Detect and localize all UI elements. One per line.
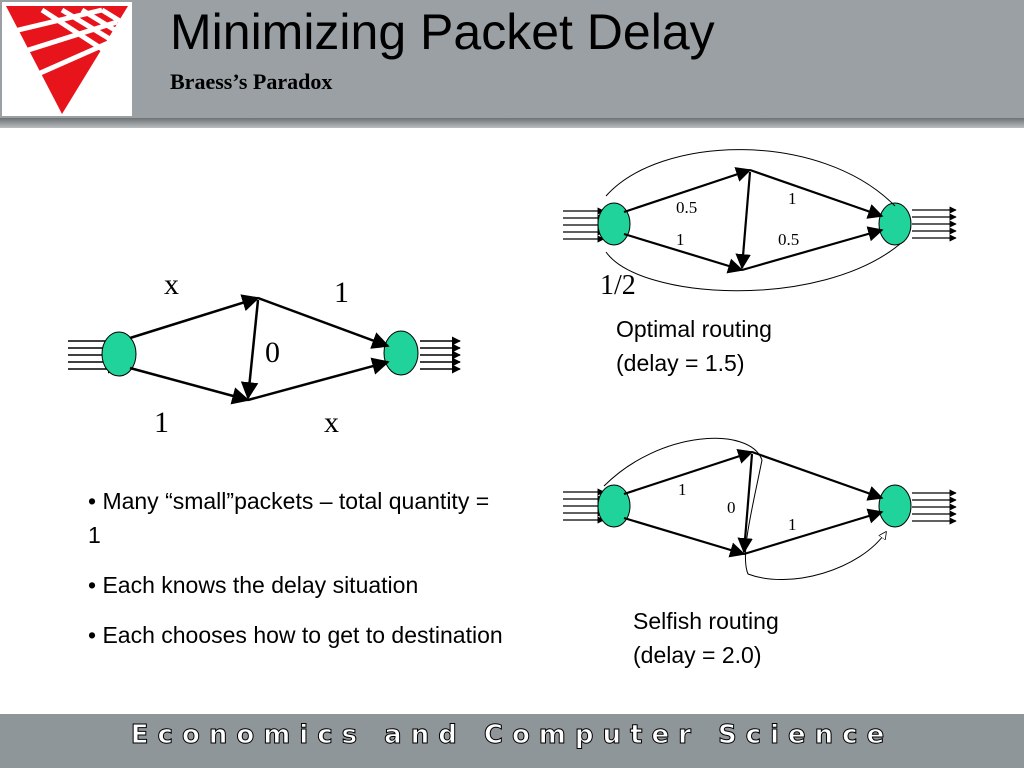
selfish-destination-node — [878, 484, 912, 528]
bullet-list: • Many “small”packets – total quantity =… — [88, 484, 508, 668]
header-bar — [0, 0, 1024, 118]
selfish-output-arrows — [912, 489, 957, 525]
logo-mark — [6, 6, 130, 114]
optimal-source-node — [597, 202, 631, 246]
optimal-label-bottom-right: 0.5 — [778, 230, 799, 249]
edge-top-right — [257, 296, 390, 349]
optimal-label-top-right: 1 — [788, 189, 797, 208]
selfish-label-top-left: 1 — [678, 480, 687, 499]
optimal-network: 0.5 1 1 0.5 1/2 — [563, 149, 957, 301]
selfish-flow-path — [603, 437, 886, 581]
slide-title: Minimizing Packet Delay — [170, 4, 715, 60]
main-output-arrows — [420, 336, 461, 374]
selfish-flow-curves — [603, 437, 886, 581]
main-network: x 1 0 1 x — [68, 268, 461, 439]
logo — [2, 2, 132, 116]
logo-stripes — [9, 7, 130, 77]
destination-node — [383, 330, 419, 376]
label-bottom-left: 1 — [154, 406, 169, 439]
selfish-edges — [623, 449, 884, 558]
optimal-edges — [623, 167, 884, 274]
selfish-input-arrows — [563, 488, 605, 524]
optimal-label-bottom-left: 1 — [676, 230, 685, 249]
edge-bottom-right — [247, 357, 390, 402]
label-bottom-right: x — [324, 406, 339, 439]
network-diagrams: x 1 0 1 x — [68, 149, 957, 581]
bullet-item: • Each knows the delay situation — [88, 572, 419, 598]
optimal-flow-label: 1/2 — [600, 270, 636, 301]
header-divider — [0, 118, 1024, 128]
optimal-input-arrows — [563, 207, 605, 243]
slide-subtitle: Braess’s Paradox — [170, 69, 333, 94]
optimal-destination-node — [878, 202, 912, 246]
bullet-item: • Many “small”packets – total quantity =… — [88, 488, 490, 548]
selfish-caption-line2: (delay = 2.0) — [633, 642, 762, 668]
optimal-output-arrows — [912, 206, 957, 242]
selfish-label-bottom-right: 1 — [788, 515, 797, 534]
optimal-caption-line2: (delay = 1.5) — [616, 350, 745, 376]
edge-middle — [240, 299, 260, 400]
edge-bottom-left — [129, 366, 250, 405]
selfish-label-middle: 0 — [727, 498, 736, 517]
selfish-network: 1 0 1 — [563, 437, 957, 581]
bullet-item: • Each chooses how to get to destination — [88, 622, 503, 648]
label-top-left: x — [164, 268, 179, 301]
main-edges — [129, 294, 390, 405]
optimal-flow-bottom — [605, 243, 901, 292]
selfish-source-node — [597, 484, 631, 528]
selfish-caption: Selfish routing (delay = 2.0) — [633, 604, 779, 672]
optimal-label-top-left: 0.5 — [676, 198, 697, 217]
optimal-flow-top — [605, 149, 896, 207]
label-top-right: 1 — [334, 276, 349, 309]
footer-text: Economics and Computer Science — [130, 720, 894, 751]
label-middle: 0 — [265, 336, 280, 369]
footer-bar — [0, 714, 1024, 768]
optimal-caption: Optimal routing (delay = 1.5) — [616, 312, 772, 380]
source-node — [101, 331, 137, 377]
edge-top-left — [129, 294, 260, 340]
optimal-caption-line1: Optimal routing — [616, 316, 772, 342]
optimal-flow-curves — [605, 149, 901, 292]
selfish-caption-line1: Selfish routing — [633, 608, 779, 634]
